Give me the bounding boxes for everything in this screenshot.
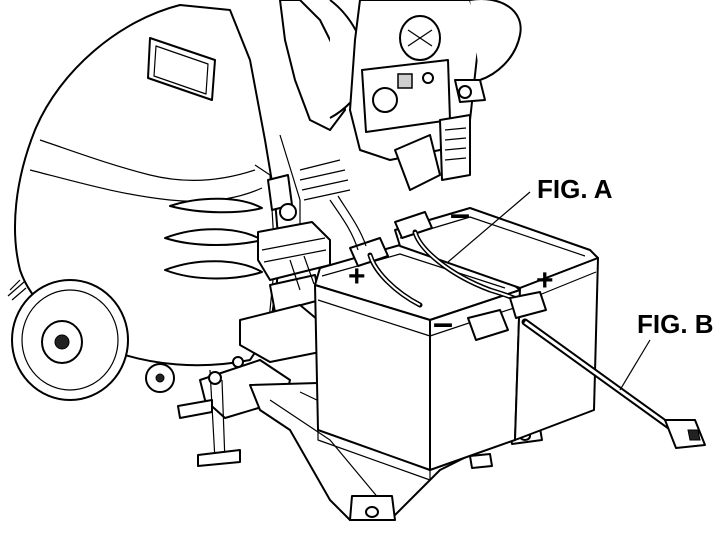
positive-terminal-sign-left: + bbox=[348, 260, 366, 293]
negative-terminal-sign-top: – bbox=[450, 193, 471, 234]
fig-a-label: FIG. A bbox=[537, 174, 613, 204]
caster-wheel bbox=[145, 363, 175, 393]
battery-left bbox=[314, 244, 521, 481]
handle-console bbox=[267, 0, 522, 230]
negative-terminal-sign-center: – bbox=[433, 302, 454, 343]
battery-cables bbox=[329, 195, 706, 449]
positive-terminal-sign-right: + bbox=[536, 264, 554, 297]
fig-b-label: FIG. B bbox=[637, 309, 714, 339]
rear-wheel bbox=[7, 279, 129, 401]
fig-b-leader bbox=[619, 339, 651, 391]
fig-a-leader bbox=[447, 191, 531, 263]
